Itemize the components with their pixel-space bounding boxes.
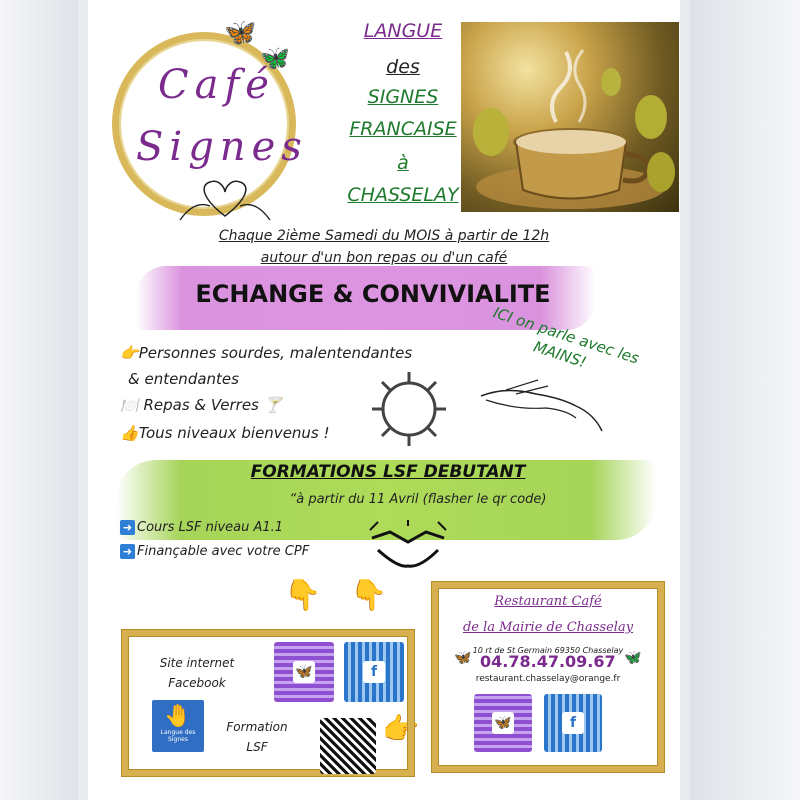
title-langue: LANGUE	[363, 20, 443, 42]
feature-people-cont: & entendantes	[128, 370, 239, 388]
butterfly-icon: 🦋	[224, 18, 257, 48]
left-bamboo-frame	[122, 630, 414, 776]
pointing-down-icon: 👇	[350, 578, 388, 613]
facebook-icon: f	[363, 661, 385, 683]
green-brush-stroke	[116, 460, 656, 540]
bullet-cpf: ➜Finançable avec votre CPF	[120, 544, 309, 559]
formations-subtitle: “à partir du 11 Avril (flasher le qr cod…	[289, 492, 547, 507]
logo-bamboo-ring	[112, 32, 296, 216]
title-des: des	[386, 56, 420, 78]
qr-code-formation[interactable]	[320, 718, 376, 774]
formation-label: Formation	[226, 720, 288, 734]
title-chasselay: CHASSELAY	[347, 184, 459, 206]
pointing-down-icon: 👇	[284, 578, 322, 613]
thumbs-up-icon: 👍	[120, 424, 139, 442]
heart-hands-icon	[179, 180, 271, 221]
qr-code-restaurant-2[interactable]: f	[544, 694, 602, 752]
feature-levels: 👍Tous niveaux bienvenus !	[120, 424, 330, 442]
open-hand-icon	[480, 379, 603, 432]
restaurant-address: 10 rt de St Germain 69350 Chasselay	[472, 646, 624, 655]
flyer-page: 🦋 🦋 Café Signes LANGUE des SIGNES FRANCA…	[88, 0, 680, 800]
formations-title: FORMATIONS LSF DEBUTANT	[250, 462, 526, 482]
butterfly-icon: 🦋	[454, 650, 472, 666]
right-arrow-icon: ➜	[120, 520, 135, 535]
cocktail-icon: 🍸	[263, 396, 283, 414]
title-signes: SIGNES	[367, 86, 439, 108]
restaurant-name-1: Restaurant Café	[494, 594, 602, 609]
right-bamboo-frame	[432, 582, 664, 772]
feature-people-text: Personnes sourdes, malentendantes	[138, 344, 413, 362]
butterfly-icon: 🦋	[260, 44, 290, 72]
purple-brush-stroke	[136, 266, 596, 330]
lsf-label: LSF	[246, 740, 268, 754]
handshake-icon	[369, 520, 447, 568]
hands-circle-icon	[372, 372, 446, 446]
logo-word-cafe: Café	[158, 62, 275, 108]
restaurant-phone[interactable]: 04.78.47.09.67	[480, 652, 616, 671]
plate-icon: 🍽️	[120, 396, 139, 414]
right-arrow-icon: ➜	[120, 544, 135, 559]
bullet-cours: ➜Cours LSF niveau A1.1	[120, 520, 283, 535]
coffee-photo	[461, 22, 679, 212]
lsf-logo: 🤚 Langue des Signes	[152, 700, 204, 752]
right-backdrop	[690, 0, 800, 800]
site-label: Site internet	[159, 656, 235, 670]
qr-code-website[interactable]: 🦋	[274, 642, 334, 702]
schedule-line-2: autour d'un bon repas ou d'un café	[260, 250, 508, 266]
qr-code-facebook[interactable]: f	[344, 642, 404, 702]
logo-word-signes: Signes	[136, 124, 308, 170]
bullet-cours-text: Cours LSF niveau A1.1	[137, 520, 284, 535]
feature-meals-text: Repas & Verres	[143, 396, 259, 414]
hand-icon: 🤚	[164, 704, 192, 729]
restaurant-name-2: de la Mairie de Chasselay	[462, 620, 634, 635]
facebook-icon: f	[562, 712, 584, 734]
facebook-label: Facebook	[168, 676, 226, 690]
butterfly-icon: 🦋	[492, 712, 514, 734]
restaurant-email[interactable]: restaurant.chasselay@orange.fr	[475, 674, 621, 684]
banner-echange: ECHANGE & CONVIVIALITE	[195, 280, 551, 308]
qr-code-restaurant-1[interactable]: 🦋	[474, 694, 532, 752]
feature-people: 👉Personnes sourdes, malentendantes	[120, 344, 412, 362]
feature-levels-text: Tous niveaux bienvenus !	[138, 424, 330, 442]
feature-meals: 🍽️ Repas & Verres 🍸	[120, 396, 282, 414]
butterfly-icon: 🦋	[624, 650, 642, 666]
left-backdrop	[0, 0, 78, 800]
schedule-line-1: Chaque 2ième Samedi du MOIS à partir de …	[218, 228, 550, 244]
title-francaise: FRANCAISE	[349, 118, 457, 140]
lsf-logo-caption: Langue des Signes	[160, 729, 196, 743]
title-a: à	[397, 152, 409, 174]
bullet-cpf-text: Finançable avec votre CPF	[137, 544, 310, 559]
butterfly-icon: 🦋	[293, 661, 315, 683]
pointing-hand-icon: 👉	[120, 344, 139, 362]
